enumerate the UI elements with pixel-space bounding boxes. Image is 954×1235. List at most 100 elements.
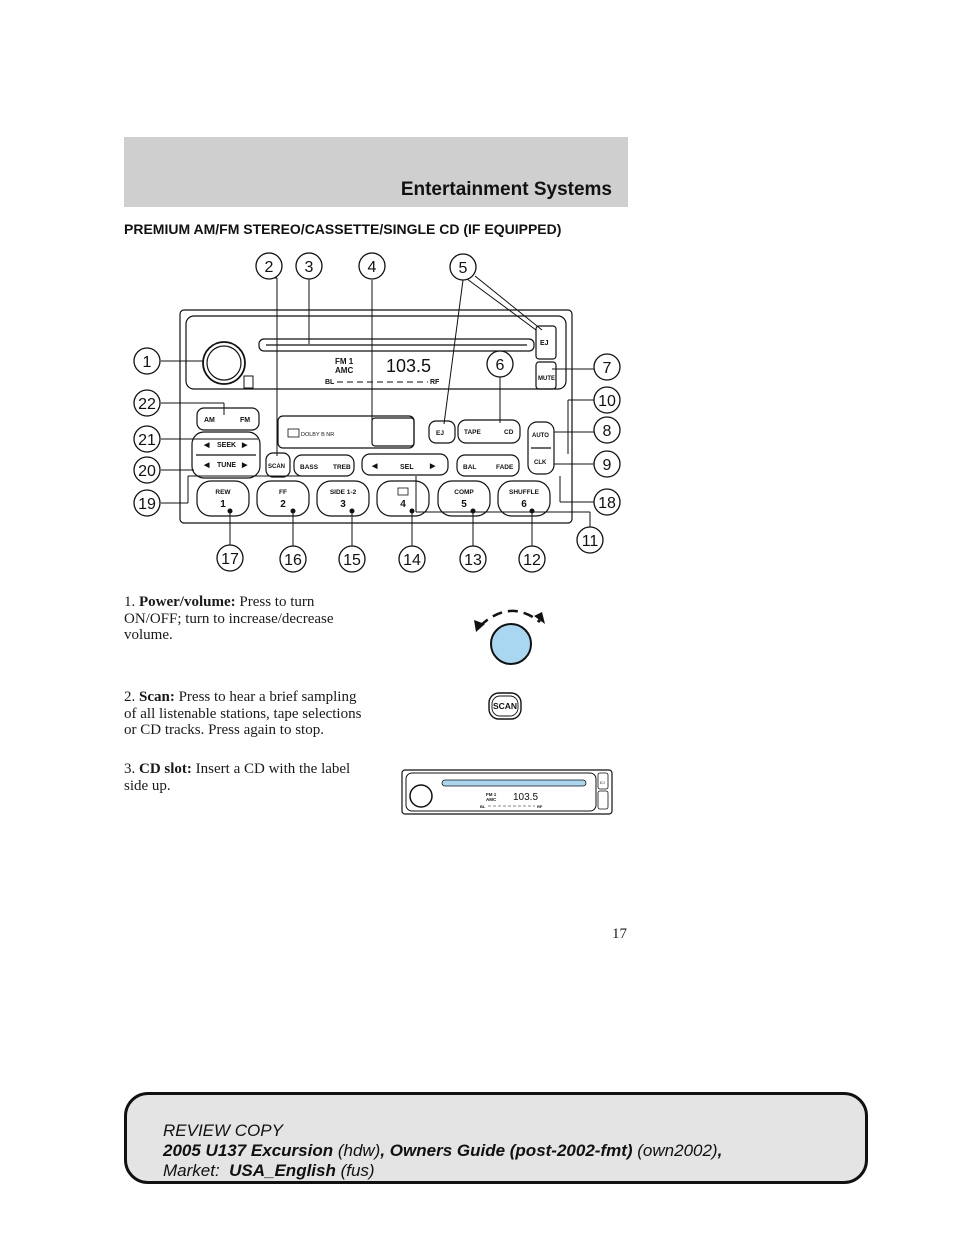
am-label: AM [204,417,215,424]
display-bal-left: BL [325,379,335,386]
scan-icon-label: SCAN [493,701,517,711]
footer-guide: , Owners Guide (post-2002-fmt) [380,1141,633,1160]
callout-7: 7 [603,360,612,377]
tune-left-arrow: ◀ [203,462,210,469]
display-mode: AMC [335,366,353,375]
footer-market-code: (fus) [335,1161,375,1180]
callout-13: 13 [464,552,482,569]
preset-4-num: 4 [400,499,406,510]
footer-model: 2005 U137 Excursion [163,1141,334,1160]
footer-market: USA_English [229,1161,336,1180]
item-number: 2. [124,689,136,705]
bal-label: BAL [463,464,476,471]
preset-2-num: 2 [280,499,286,510]
cd-slot-icon: EJ FM 1 AMC 103.5 BL RF [401,769,613,815]
footer-comma: , [717,1141,723,1160]
display-frequency: 103.5 [386,356,431,376]
footer-review-copy: REVIEW COPY [163,1121,283,1140]
section-heading: PREMIUM AM/FM STEREO/CASSETTE/SINGLE CD … [124,221,562,237]
fade-label: FADE [496,464,514,471]
mini-eject-label: EJ [600,780,605,785]
clk-label: CLK [534,460,547,466]
item-power-volume: 1. Power/volume: Press to turn ON/OFF; t… [124,594,369,644]
power-knob-icon [474,609,545,665]
callout-18: 18 [598,495,616,512]
item-label: Scan: [139,689,175,705]
footer-model-line: 2005 U137 Excursion (hdw), Owners Guide … [163,1141,722,1161]
preset-2-top: FF [279,489,287,496]
footer-market-label: Market: [163,1161,230,1180]
ej-label: EJ [436,430,444,437]
mini-bal-right: RF [537,804,543,809]
eject-top-label: EJ [540,340,549,347]
preset-1-top: REW [215,489,231,496]
item-scan: 2. Scan: Press to hear a brief sampling … [124,689,369,739]
header-band: Entertainment Systems [124,137,628,207]
item-number: 3. [124,761,136,777]
callout-5: 5 [459,260,468,277]
item-label: Power/volume: [139,594,236,610]
treb-label: TREB [333,464,351,471]
item-text: Press to turn ON/OFF; turn to increase/d… [124,594,334,643]
sel-right-arrow: ▶ [429,463,436,470]
preset-5-num: 5 [461,499,467,510]
item-cd-slot: 3. CD slot: Insert a CD with the label s… [124,761,369,794]
preset-6-num: 6 [521,499,527,510]
footer-model-code: (hdw) [333,1141,381,1160]
item-text: Press to hear a brief sampling of all li… [124,689,362,738]
callout-6: 6 [496,357,505,374]
dolby-icon [397,487,409,496]
dolby-label: DOLBY B NR [301,432,334,438]
sel-left-arrow: ◀ [371,463,378,470]
seek-left-arrow: ◀ [203,442,210,449]
callout-17: 17 [221,551,239,568]
callout-9: 9 [603,457,612,474]
callout-14: 14 [403,552,421,569]
display-band: FM 1 [335,357,354,366]
item-label: CD slot: [139,761,192,777]
callout-2: 2 [265,259,274,276]
callout-12: 12 [523,552,541,569]
preset-6-top: SHUFFLE [509,489,540,496]
callout-11: 11 [582,533,599,550]
display-bal-right: RF [430,379,440,386]
preset-1-num: 1 [220,499,226,510]
callout-4: 4 [368,259,377,276]
callout-1: 1 [143,354,152,371]
radio-diagram: FM 1 AMC 103.5 BL RF EJ MUTE AM FM ◀ SEE… [133,252,621,573]
mini-mode: AMC [486,797,497,802]
callout-8: 8 [603,423,612,440]
callout-10: 10 [598,393,616,410]
page-title: Entertainment Systems [400,179,612,200]
seek-right-arrow: ▶ [241,442,248,449]
mini-frequency: 103.5 [513,792,538,803]
tape-label: TAPE [464,429,482,436]
sel-label: SEL [400,464,414,471]
scan-button-icon: SCAN [488,692,522,720]
auto-label: AUTO [532,433,549,439]
callout-21: 21 [138,432,156,449]
footer-review-box: REVIEW COPY 2005 U137 Excursion (hdw), O… [124,1092,868,1184]
mini-band: FM 1 [486,792,497,797]
fm-label: FM [240,417,250,424]
page-number: 17 [612,926,627,942]
preset-5-top: COMP [454,489,474,496]
mute-label: MUTE [538,376,555,382]
callout-20: 20 [138,463,156,480]
mini-bal-left: BL [480,804,486,809]
callout-3: 3 [305,259,314,276]
item-text: Insert a CD with the label side up. [124,761,351,794]
preset-3-top: SIDE 1-2 [330,489,357,496]
tune-label: TUNE [217,462,236,469]
callout-19: 19 [138,496,156,513]
callout-15: 15 [343,552,361,569]
tune-right-arrow: ▶ [241,462,248,469]
preset-3-num: 3 [340,499,346,510]
scan-label: SCAN [268,464,285,470]
callout-22: 22 [138,396,156,413]
footer-market-line: Market: USA_English (fus) [163,1161,722,1181]
cd-label: CD [504,429,514,436]
item-number: 1. [124,594,136,610]
seek-label: SEEK [217,442,236,449]
callout-16: 16 [284,552,302,569]
